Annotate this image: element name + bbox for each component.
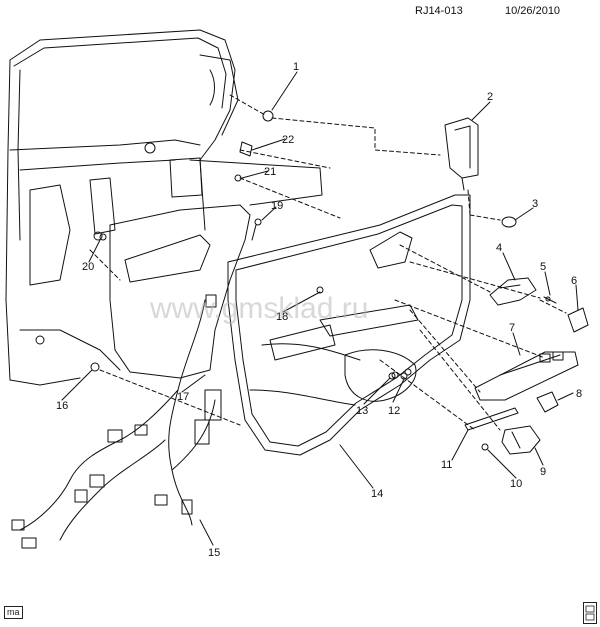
callout-2: 2 xyxy=(487,91,493,103)
leader-lines xyxy=(61,71,579,546)
callout-1: 1 xyxy=(293,61,299,73)
callout-18: 18 xyxy=(276,311,288,323)
part-3-clip xyxy=(501,216,517,228)
part-20-fastener xyxy=(99,233,107,241)
callout-21: 21 xyxy=(264,166,276,178)
part-2-bezel xyxy=(444,117,479,191)
footer-tag: ma xyxy=(4,606,23,619)
part-19-fastener xyxy=(251,218,262,241)
part-8-switch xyxy=(536,391,559,413)
callout-20: 20 xyxy=(82,261,94,273)
door-trim-panel xyxy=(227,194,471,456)
callout-12: 12 xyxy=(388,405,400,417)
water-deflector xyxy=(109,159,323,379)
callout-22: 22 xyxy=(282,134,294,146)
callout-5: 5 xyxy=(540,261,546,273)
part-10-fastener xyxy=(481,443,489,451)
callout-7: 7 xyxy=(509,322,515,334)
part-22-fastener xyxy=(239,141,253,157)
callout-9: 9 xyxy=(540,466,546,478)
diagram-date: 10/26/2010 xyxy=(505,5,561,17)
part-5-screw xyxy=(543,296,557,304)
callout-19: 19 xyxy=(271,200,283,212)
callout-6: 6 xyxy=(571,275,577,287)
callout-11: 11 xyxy=(441,459,452,471)
callout-16: 16 xyxy=(56,400,68,412)
part-4-handle xyxy=(489,277,537,306)
callout-17: 17 xyxy=(177,391,189,403)
part-6-cap xyxy=(567,307,589,333)
diagram-ref-code: RJ14-013 xyxy=(415,5,463,17)
part-9-switch xyxy=(501,425,541,455)
part-1-nut xyxy=(262,110,274,122)
alignment-lines xyxy=(89,94,567,431)
callout-15: 15 xyxy=(208,547,220,559)
callout-3: 3 xyxy=(532,198,538,210)
callout-labels: 1 2 3 4 5 6 7 8 9 10 11 12 13 14 15 16 1… xyxy=(56,61,582,559)
callout-14: 14 xyxy=(371,488,383,500)
watermark-text: www.gmsklad.ru xyxy=(149,292,368,325)
callout-8: 8 xyxy=(576,388,582,400)
logo-glyph-icon xyxy=(585,605,595,621)
callout-4: 4 xyxy=(496,242,502,254)
part-16-17-fasteners xyxy=(90,362,100,372)
part-7-switch-bezel xyxy=(474,351,579,401)
callout-13: 13 xyxy=(356,405,368,417)
door-inner-panel xyxy=(5,29,239,386)
callout-10: 10 xyxy=(510,478,522,490)
wiring-harness xyxy=(11,294,222,549)
corner-logo-icon xyxy=(583,602,597,624)
part-11-strip xyxy=(464,407,519,431)
